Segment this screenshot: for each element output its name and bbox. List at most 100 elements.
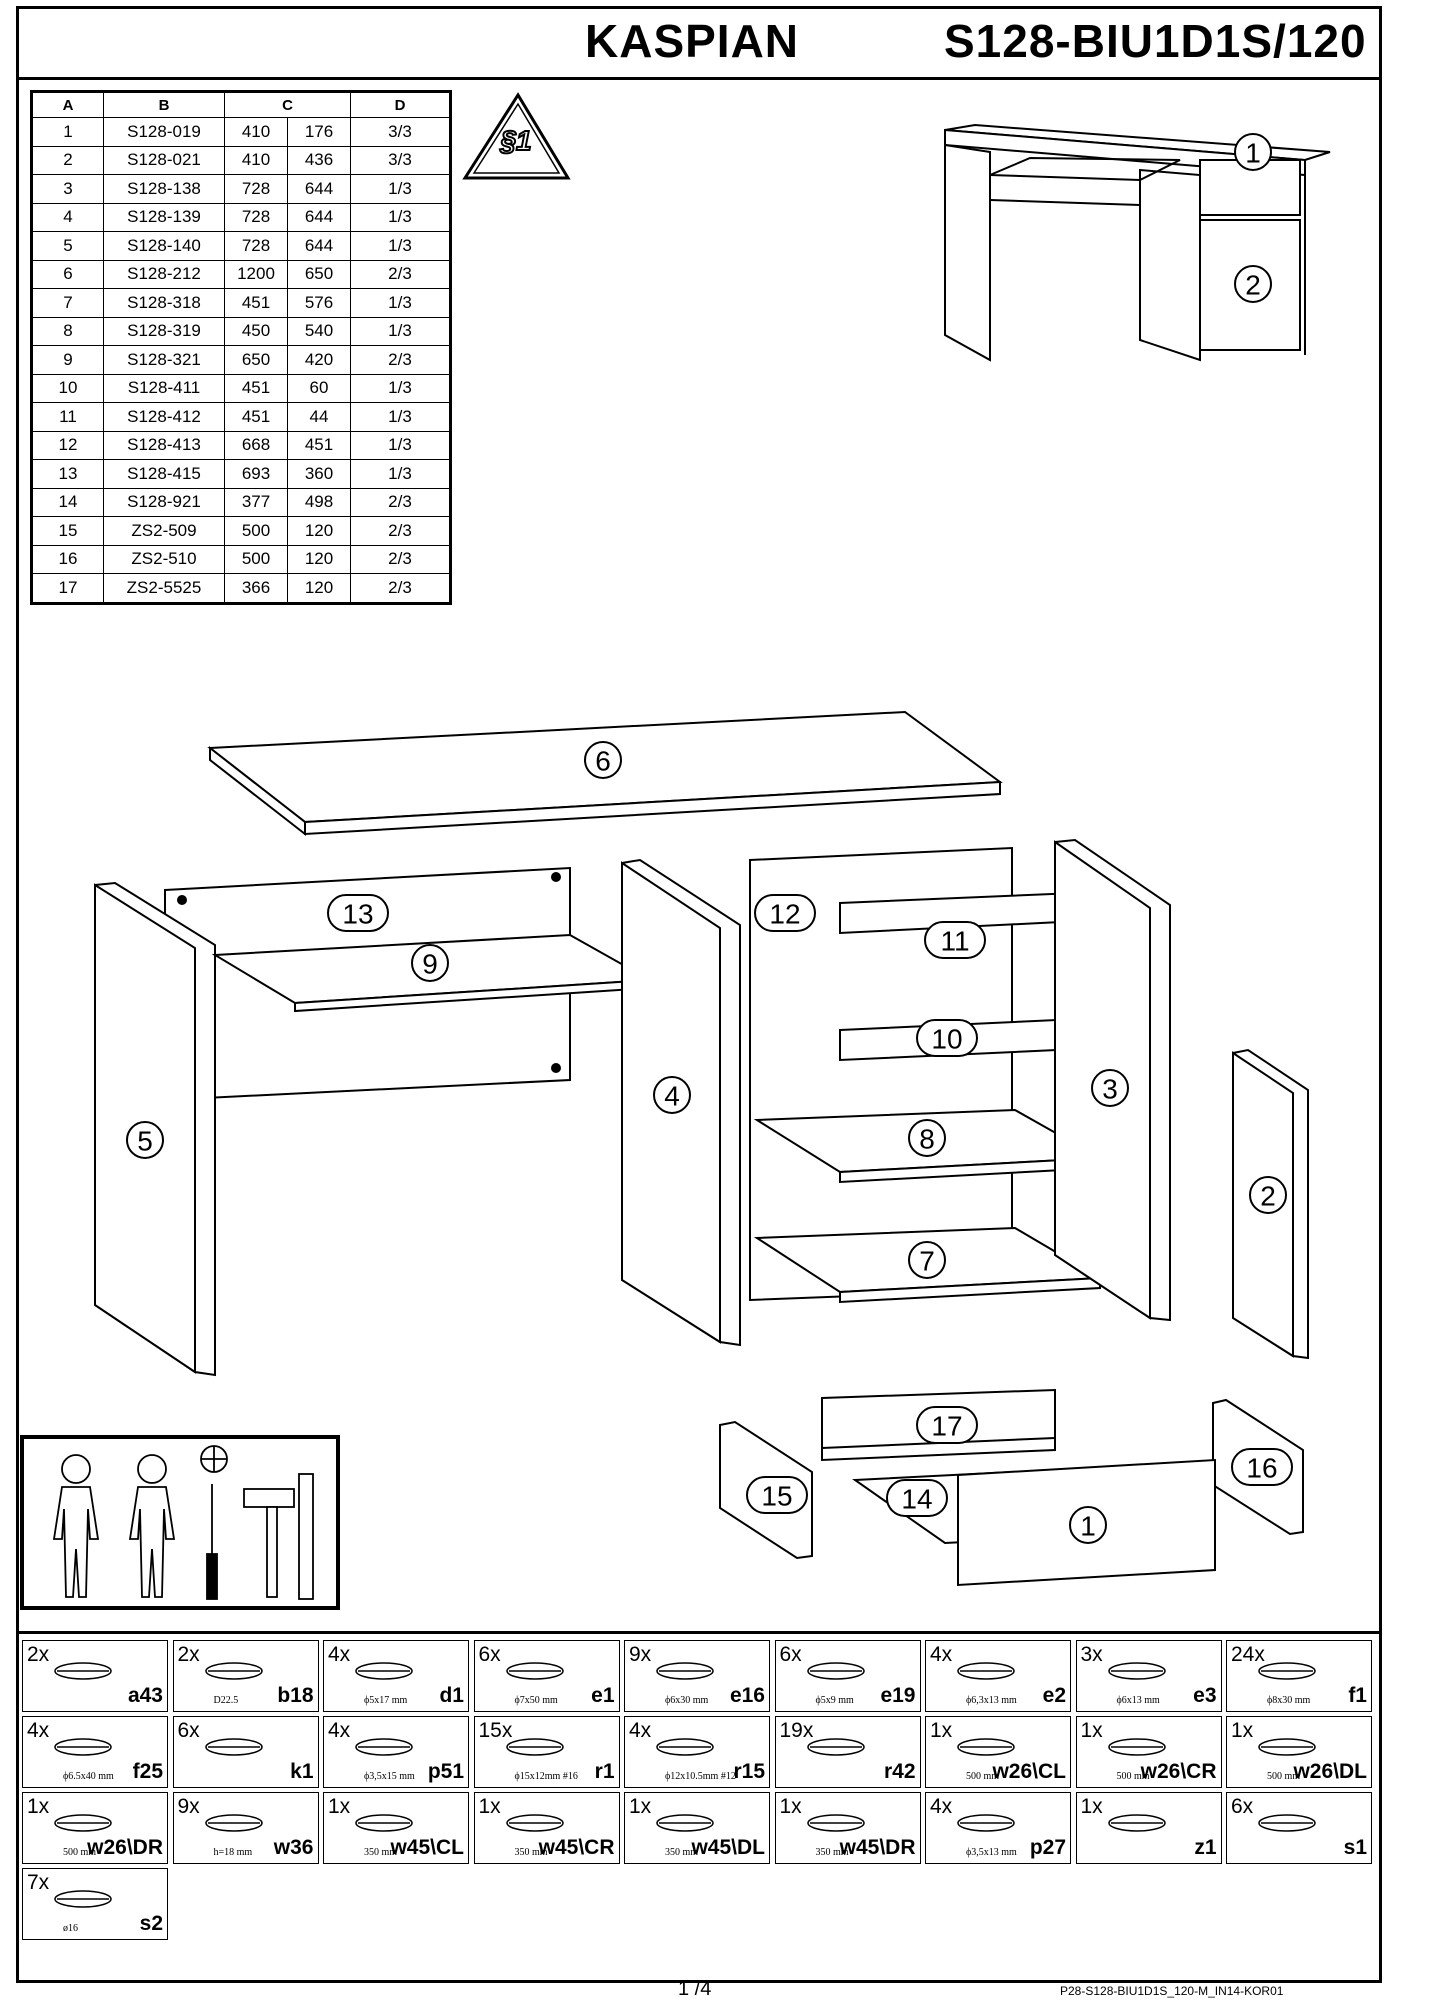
hardware-qty: 4x xyxy=(27,1719,50,1742)
parts-table-cell: 420 xyxy=(287,345,351,375)
svg-text:1: 1 xyxy=(1080,1511,1096,1542)
part-label-9: 9 xyxy=(411,944,449,982)
parts-table-cell: 120 xyxy=(287,573,351,604)
page-frame xyxy=(16,6,1382,1983)
hardware-code: a43 xyxy=(127,1684,163,1707)
parts-table-cell: 2/3 xyxy=(350,573,451,604)
part-label-15: 15 xyxy=(746,1476,808,1514)
person-icon xyxy=(128,1454,176,1598)
hardware-icon xyxy=(806,1814,865,1832)
hardware-dimension: 500 mm xyxy=(1116,1771,1150,1782)
parts-table-cell: 6 xyxy=(31,259,104,289)
hardware-icon xyxy=(204,1814,263,1832)
tools-box xyxy=(20,1435,340,1610)
hardware-code: k1 xyxy=(290,1760,314,1783)
hardware-qty: 1x xyxy=(27,1795,50,1818)
hardware-icon xyxy=(1107,1662,1166,1680)
col-c-header: C xyxy=(224,91,351,118)
hardware-dimension: ϕ6x13 mm xyxy=(1116,1695,1160,1706)
assembled-desk-illustration xyxy=(944,123,1331,362)
hardware-icon xyxy=(1107,1738,1166,1756)
hardware-dimension: 350 mm xyxy=(364,1847,398,1858)
hardware-dimension: 350 mm xyxy=(514,1847,548,1858)
parts-table-cell: 10 xyxy=(31,373,104,403)
hardware-icon xyxy=(54,1738,112,1756)
hardware-qty: 1x xyxy=(930,1719,953,1742)
hardware-dimension: ϕ6x30 mm xyxy=(665,1695,709,1706)
hardware-icon xyxy=(355,1738,413,1756)
hardware-qty: 9x xyxy=(629,1643,652,1666)
product-code: S128-BIU1D1S/120 xyxy=(944,15,1367,67)
hardware-code: b18 xyxy=(277,1684,314,1707)
hardware-icon xyxy=(54,1662,112,1680)
parts-table-cell: 693 xyxy=(224,459,288,489)
parts-table-cell: 498 xyxy=(287,487,351,517)
parts-table-cell: 15 xyxy=(31,516,104,546)
part-label-8: 8 xyxy=(908,1119,946,1157)
hardware-icon xyxy=(656,1662,714,1680)
hardware-icon xyxy=(505,1814,564,1832)
hardware-dimension: ϕ6.5x40 mm xyxy=(63,1771,114,1782)
parts-table-cell: 44 xyxy=(287,402,351,432)
hardware-dimension: ϕ5x9 mm xyxy=(815,1695,854,1706)
hardware-code: z1 xyxy=(1194,1836,1217,1859)
hardware-code: f1 xyxy=(1348,1684,1367,1707)
col-b-header: B xyxy=(103,91,225,118)
parts-table-cell: 644 xyxy=(287,202,351,232)
hardware-qty: 6x xyxy=(478,1643,501,1666)
part-label-10: 10 xyxy=(916,1019,978,1057)
part-label-11: 11 xyxy=(924,921,986,959)
part-label-2: 2 xyxy=(1234,265,1272,303)
hardware-icon xyxy=(806,1738,865,1756)
hardware-qty: 24x xyxy=(1231,1643,1265,1666)
parts-table-cell: 644 xyxy=(287,231,351,261)
hardware-icon xyxy=(505,1662,564,1680)
hardware-qty: 4x xyxy=(328,1643,351,1666)
part-label-16: 16 xyxy=(1231,1448,1293,1486)
hardware-dimension: ϕ7x50 mm xyxy=(514,1695,558,1706)
ruler-icon xyxy=(298,1473,314,1600)
hardware-qty: 4x xyxy=(629,1719,652,1742)
parts-table-cell: 728 xyxy=(224,174,288,204)
hardware-dimension: h=18 mm xyxy=(213,1847,253,1858)
hardware-qty: 2x xyxy=(27,1643,50,1666)
parts-table-cell: 410 xyxy=(224,145,288,175)
phillips-icon xyxy=(200,1445,228,1473)
hardware-code: e3 xyxy=(1193,1684,1217,1707)
parts-table-cell: 120 xyxy=(287,516,351,546)
hardware-code: r42 xyxy=(883,1760,916,1783)
hardware-qty: 1x xyxy=(328,1795,351,1818)
hardware-icon xyxy=(54,1814,112,1832)
parts-table-cell: 14 xyxy=(31,487,104,517)
hardware-dimension: 350 mm xyxy=(815,1847,849,1858)
page-number: 1 /4 xyxy=(678,1978,712,2000)
hardware-qty: 2x xyxy=(177,1643,200,1666)
parts-table-cell: 450 xyxy=(224,316,288,346)
parts-table-cell: S128-921 xyxy=(103,487,225,517)
parts-table-cell: 1/3 xyxy=(350,231,451,261)
hardware-code: w26\CR xyxy=(1140,1760,1217,1783)
hardware-dimension: ϕ3,5x13 mm xyxy=(966,1847,1017,1858)
hardware-code: w26\DR xyxy=(87,1836,163,1859)
svg-text:10: 10 xyxy=(931,1024,962,1055)
hardware-icon xyxy=(957,1814,1015,1832)
warning-triangle-icon: §1 xyxy=(462,92,571,180)
parts-table-cell: 1/3 xyxy=(350,402,451,432)
svg-text:2: 2 xyxy=(1260,1181,1276,1212)
